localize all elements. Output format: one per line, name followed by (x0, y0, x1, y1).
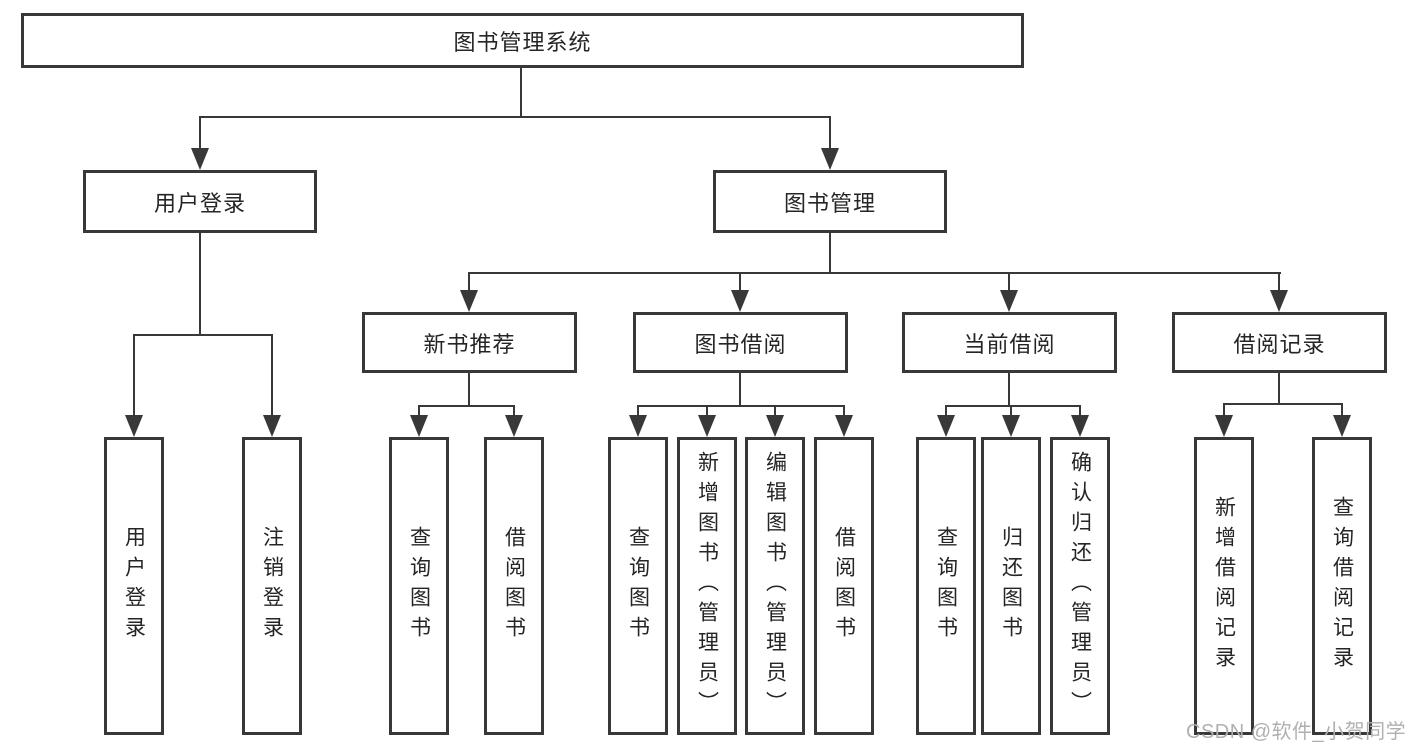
connector-login-rail (133, 334, 273, 336)
connector-line (1079, 405, 1081, 417)
node-current-borrowing: 当前借阅 (902, 312, 1117, 373)
leaf-newbooks-borrow-books: 借阅图书 (484, 437, 544, 735)
arrowhead-icon (835, 415, 853, 437)
connector-root-rail (199, 116, 831, 118)
connector-login-stem (199, 232, 201, 335)
node-label: 查询图书 (934, 526, 958, 646)
connector-records-stem (1278, 372, 1280, 405)
node-label: 图书借阅 (694, 331, 787, 357)
arrowhead-icon (629, 415, 647, 437)
node-label: 图书管理系统 (453, 29, 592, 55)
connector-line (945, 405, 947, 417)
node-label: 借阅图书 (832, 526, 856, 646)
arrowhead-icon (410, 415, 428, 437)
connector-borrowing-stem (739, 372, 741, 406)
leaf-borrowing-query-books: 查询图书 (608, 437, 668, 735)
leaf-newbooks-query-books: 查询图书 (389, 437, 449, 735)
arrowhead-icon (698, 415, 716, 437)
arrowhead-icon (1270, 290, 1288, 312)
node-label: 新书推荐 (423, 331, 516, 357)
connector-line (1010, 405, 1012, 417)
leaf-records-query-record: 查询借阅记录 (1312, 437, 1372, 735)
node-label: 新增图书（管理员） (695, 451, 719, 721)
arrowhead-icon (766, 415, 784, 437)
node-system-root: 图书管理系统 (21, 13, 1024, 68)
arrowhead-icon (937, 415, 955, 437)
connector-mgmt-rail (468, 272, 1281, 274)
node-label: 归还图书 (999, 526, 1023, 646)
node-label: 编辑图书（管理员） (763, 451, 787, 721)
connector-line (1278, 272, 1280, 294)
leaf-logout: 注销登录 (242, 437, 302, 735)
node-label: 新增借阅记录 (1212, 496, 1236, 676)
node-label: 借阅图书 (502, 526, 526, 646)
connector-line (271, 334, 273, 419)
connector-line (739, 272, 741, 294)
node-label: 用户登录 (122, 526, 146, 646)
arrowhead-icon (1215, 415, 1233, 437)
node-book-management: 图书管理 (713, 170, 947, 233)
connector-line (418, 405, 420, 417)
connector-line (199, 116, 201, 152)
connector-newbooks-stem (468, 372, 470, 406)
arrowhead-icon (731, 290, 749, 312)
connector-current-rail (945, 405, 1081, 407)
node-borrowing-records: 借阅记录 (1172, 312, 1387, 373)
connector-line (843, 405, 845, 417)
connector-line (1008, 272, 1010, 294)
arrowhead-icon (1071, 415, 1089, 437)
connector-line (637, 405, 639, 417)
leaf-borrowing-add-books-admin: 新增图书（管理员） (677, 437, 737, 735)
node-label: 当前借阅 (963, 331, 1056, 357)
arrowhead-icon (821, 148, 839, 170)
node-label: 确认归还（管理员） (1068, 451, 1092, 721)
connector-line (774, 405, 776, 417)
leaf-current-return-books: 归还图书 (981, 437, 1041, 735)
connector-line (829, 116, 831, 152)
connector-line (133, 334, 135, 419)
connector-line (1223, 403, 1225, 417)
node-label: 图书管理 (783, 190, 876, 216)
node-user-login: 用户登录 (83, 170, 317, 233)
arrowhead-icon (125, 415, 143, 437)
connector-line (468, 272, 470, 294)
node-label: 查询借阅记录 (1330, 496, 1354, 676)
arrowhead-icon (1000, 290, 1018, 312)
node-label: 用户登录 (153, 190, 246, 216)
connector-records-rail (1223, 403, 1343, 405)
arrowhead-icon (460, 290, 478, 312)
leaf-current-query-books: 查询图书 (916, 437, 976, 735)
connector-newbooks-rail (418, 405, 515, 407)
leaf-records-add-record: 新增借阅记录 (1194, 437, 1254, 735)
leaf-current-confirm-return-admin: 确认归还（管理员） (1050, 437, 1110, 735)
arrowhead-icon (1002, 415, 1020, 437)
node-label: 注销登录 (260, 526, 284, 646)
connector-mgmt-stem (829, 232, 831, 273)
arrowhead-icon (191, 148, 209, 170)
connector-line (706, 405, 708, 417)
connector-line (1341, 403, 1343, 417)
node-book-borrowing: 图书借阅 (633, 312, 848, 373)
connector-current-stem (1008, 372, 1010, 406)
csdn-watermark: CSDN @软件_小贺同学 (1186, 721, 1405, 743)
leaf-user-login: 用户登录 (104, 437, 164, 735)
connector-line (513, 405, 515, 417)
node-label: 借阅记录 (1233, 331, 1326, 357)
arrowhead-icon (1333, 415, 1351, 437)
connector-borrowing-rail (637, 405, 845, 407)
leaf-borrowing-borrow-books: 借阅图书 (814, 437, 874, 735)
node-label: 查询图书 (626, 526, 650, 646)
leaf-borrowing-edit-books-admin: 编辑图书（管理员） (745, 437, 805, 735)
arrowhead-icon (505, 415, 523, 437)
arrowhead-icon (263, 415, 281, 437)
node-label: 查询图书 (407, 526, 431, 646)
node-new-book-recommendation: 新书推荐 (362, 312, 577, 373)
connector-root-stem (520, 67, 522, 117)
